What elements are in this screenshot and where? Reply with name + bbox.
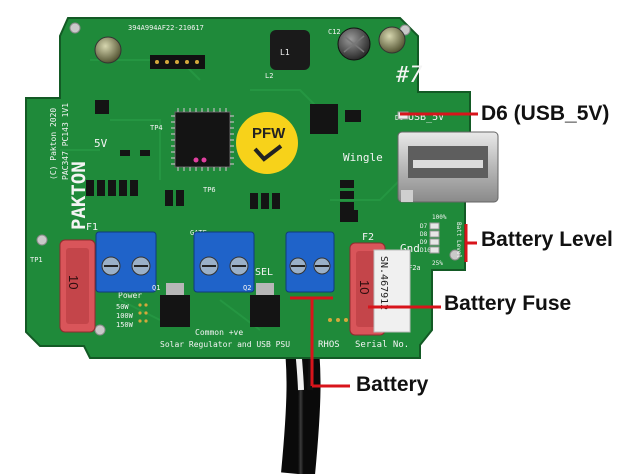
svg-text:10: 10 <box>357 280 372 294</box>
pfw-sticker: PFW <box>236 112 298 174</box>
svg-text:100%: 100% <box>432 214 447 221</box>
svg-text:L1: L1 <box>280 48 290 57</box>
svg-text:PAKTON: PAKTON <box>68 161 90 230</box>
microcontroller-chip <box>171 108 234 171</box>
mounting-holes <box>36 22 461 336</box>
svg-text:F1: F1 <box>86 222 98 233</box>
svg-text:PFW: PFW <box>252 125 286 142</box>
label-l2: L2 <box>265 72 273 80</box>
svg-text:TP4: TP4 <box>150 124 163 132</box>
svg-text:C12: C12 <box>328 28 341 36</box>
svg-text:Serial No.: Serial No. <box>355 340 409 350</box>
svg-text:#7: #7 <box>395 63 423 88</box>
svg-text:Power: Power <box>118 291 142 300</box>
annotation-lines <box>290 112 478 388</box>
svg-text:50W: 50W <box>116 303 129 311</box>
ic-right <box>310 104 338 134</box>
callout-battery: Battery <box>356 373 429 396</box>
callout-battery-level: Battery Level <box>481 228 613 251</box>
svg-text:5V: 5V <box>94 137 108 150</box>
capacitor-right <box>378 26 406 54</box>
ic-small <box>345 110 361 122</box>
header-j1 <box>150 55 205 69</box>
svg-text:Q2: Q2 <box>243 284 251 292</box>
svg-text:TP6: TP6 <box>203 186 216 194</box>
svg-text:150W: 150W <box>116 321 134 329</box>
terminal-block-battery <box>285 231 335 293</box>
svg-text:Solar Regulator and USB PSU: Solar Regulator and USB PSU <box>160 340 290 349</box>
svg-text:F2: F2 <box>362 232 374 243</box>
capacitor-c12 <box>337 27 371 61</box>
capacitor-left <box>94 36 122 64</box>
callout-d6: D6 (USB_5V) <box>481 102 610 125</box>
mosfet-q2: Q2 <box>243 283 280 327</box>
svg-text:D9: D9 <box>420 239 428 246</box>
svg-text:25%: 25% <box>432 260 443 267</box>
svg-text:Wingle: Wingle <box>343 151 383 164</box>
smd-components <box>86 100 358 222</box>
svg-text:D7: D7 <box>420 223 428 230</box>
svg-text:(C) Pakton 2020: (C) Pakton 2020 <box>49 108 58 180</box>
inductor-l1: L1 <box>270 30 310 70</box>
serial-label: SN.467912 <box>373 249 411 333</box>
svg-text:394A994AF22-210617: 394A994AF22-210617 <box>128 24 204 32</box>
svg-text:PAC347 PC143 1V1: PAC347 PC143 1V1 <box>61 103 70 180</box>
svg-text:SN.467912: SN.467912 <box>378 256 389 310</box>
callout-battery-fuse: Battery Fuse <box>444 292 572 315</box>
svg-text:10: 10 <box>66 275 81 289</box>
svg-text:D10: D10 <box>420 247 431 254</box>
terminal-block-2 <box>193 231 255 293</box>
svg-text:100W: 100W <box>116 312 134 320</box>
svg-text:Q1: Q1 <box>152 284 160 292</box>
mosfet-q1: Q1 <box>152 283 190 327</box>
svg-text:Common +ve: Common +ve <box>195 328 243 337</box>
svg-text:SEL: SEL <box>255 267 273 278</box>
terminal-block-1 <box>95 231 157 293</box>
svg-text:Batt Level: Batt Level <box>455 222 462 259</box>
svg-text:TP1: TP1 <box>30 256 43 264</box>
fuse-left: 10 <box>59 239 96 333</box>
svg-text:RHOS: RHOS <box>318 340 340 350</box>
svg-text:F2a: F2a <box>408 264 421 272</box>
battery-level-leds <box>429 222 440 254</box>
usb-port <box>397 131 499 203</box>
header-pins <box>138 303 348 323</box>
svg-text:USB_5V: USB_5V <box>408 112 444 123</box>
svg-text:D8: D8 <box>420 231 428 238</box>
